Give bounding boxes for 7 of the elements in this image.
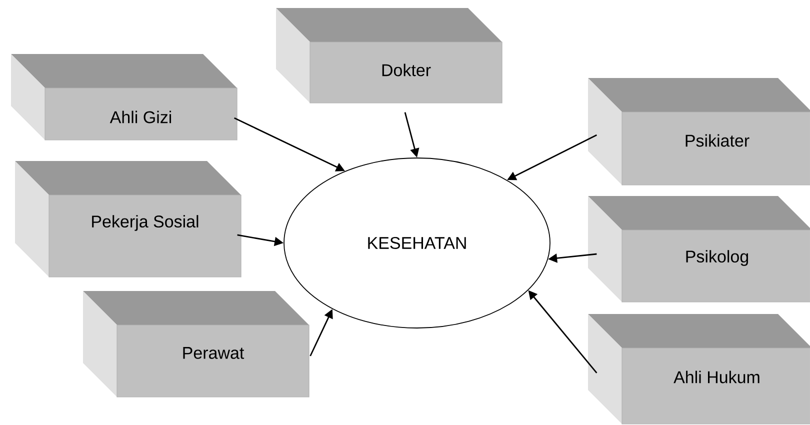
box-3d: Dokter [276, 8, 502, 104]
box-3d: Ahli Gizi [11, 54, 238, 140]
box-3d: Psikiater [588, 78, 810, 186]
box-3d: Perawat [83, 291, 310, 398]
box-3d: Ahli Hukum [588, 314, 810, 424]
box-3d: Pekerja Sosial [15, 161, 242, 278]
box-3d: Psikolog [588, 196, 810, 302]
